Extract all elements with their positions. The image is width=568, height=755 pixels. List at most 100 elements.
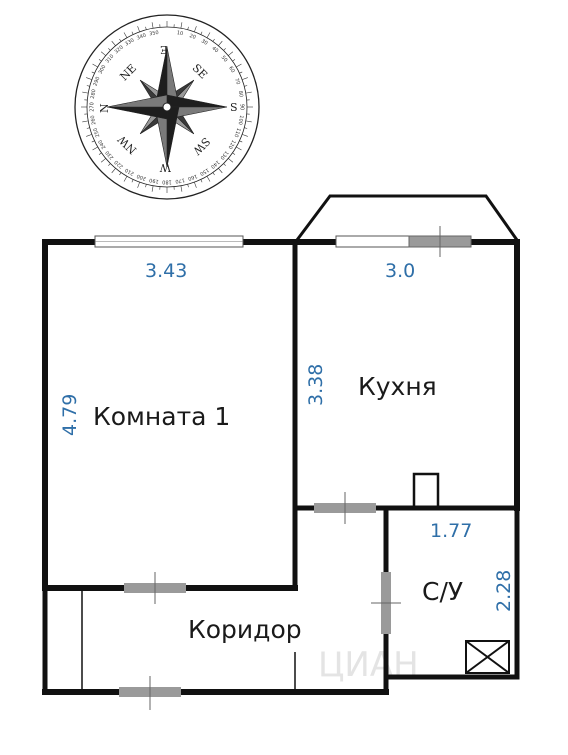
compass-label-e: W (159, 161, 171, 174)
compass-tick-mark (206, 176, 211, 182)
compass-label-ne: NE (117, 62, 139, 84)
compass-tick-mark (236, 146, 242, 151)
compass-tick-mark (200, 179, 203, 183)
compass-tick-label: 300 (97, 64, 107, 75)
compass-tick-label: 240 (97, 139, 107, 150)
compass-tick-label: 10 (176, 30, 183, 37)
compass-tick-mark (212, 38, 215, 42)
compass-tick-label: 200 (136, 173, 147, 182)
compass-tick-mark (242, 134, 248, 137)
compass-tick-label: 270 (90, 102, 96, 112)
compass-tick-label: 170 (175, 177, 185, 185)
compass-tick-mark (223, 48, 226, 51)
bay-window-outline (294, 194, 520, 243)
dim-room1-width: 3.43 (145, 260, 187, 282)
compass-tick-mark (239, 71, 243, 74)
compass-tick-label: 50 (220, 55, 229, 64)
dim-bathroom-length: 2.28 (493, 570, 515, 612)
compass-star-point (106, 106, 168, 120)
dim-kitchen-width: 3.0 (385, 260, 415, 282)
compass-tick-mark (212, 172, 215, 176)
compass-tick-mark (151, 22, 154, 29)
compass-tick-label: 130 (219, 149, 230, 160)
compass-tick-mark (82, 120, 89, 123)
compass-tick-label: 140 (209, 159, 220, 170)
compass-tick-mark (187, 184, 189, 188)
compass-label-w: N (98, 103, 111, 113)
compass-tick-mark (242, 77, 248, 80)
compass-tick-mark (218, 168, 223, 174)
compass-tick-label: 290 (93, 76, 102, 87)
compass-tick-mark (98, 59, 102, 62)
dim-bathroom-width: 1.77 (430, 520, 472, 542)
compass-tick-mark (92, 146, 98, 151)
compass-tick-label: 330 (124, 37, 135, 47)
compass-tick-mark (245, 120, 252, 123)
room-label-kitchen: Кухня (358, 372, 437, 401)
compass-tick-mark (239, 140, 243, 143)
compass-star-point (166, 94, 228, 108)
compass-tick-mark (119, 172, 122, 176)
compass-label-nw: NW (115, 132, 139, 156)
compass-tick-mark (86, 134, 92, 137)
compass-tick-label: 340 (136, 33, 147, 42)
compass-tick-mark (91, 140, 95, 143)
compass-tick-mark (187, 26, 189, 30)
compass-tick-mark (236, 63, 242, 68)
compass-tick-label: 100 (237, 115, 245, 125)
compass-tick-mark (91, 71, 95, 74)
compass-tick-mark (180, 185, 183, 192)
compass-label-s: S (230, 101, 238, 114)
compass-tick-mark (194, 26, 197, 32)
compass-tick-label: 250 (93, 127, 102, 138)
doors (119, 492, 401, 710)
compass-tick-mark (131, 31, 134, 35)
room-label-corridor: Коридор (188, 615, 302, 644)
compass-tick-label: 70 (233, 77, 241, 85)
compass-label-se: SE (190, 61, 210, 81)
compass-tick-mark (145, 26, 147, 30)
compass-tick-label: 120 (227, 139, 237, 150)
compass-tick-label: 20 (188, 33, 196, 41)
compass-tick-mark (119, 38, 122, 42)
compass-tick-label: 220 (114, 159, 125, 170)
compass-tick-mark (151, 185, 154, 192)
compass-tick-mark (194, 182, 197, 188)
compass-tick-label: 160 (187, 173, 198, 182)
compass-tick-label: 30 (200, 38, 209, 46)
compass-tick-mark (228, 158, 234, 163)
compass-tick-mark (86, 85, 90, 87)
ventilation-shaft (412, 472, 440, 510)
interior-lines (81, 472, 440, 690)
compass-tick-mark (100, 158, 106, 163)
compass-center (162, 102, 172, 112)
compass-ticks (81, 21, 253, 193)
compass-tick-label: 350 (149, 30, 159, 38)
compass-tick-mark (137, 26, 140, 32)
compass-tick-label: 320 (114, 45, 125, 56)
compass-outer-ring (74, 14, 260, 200)
compass-tick-mark (245, 91, 252, 94)
shower-tray-icon (465, 640, 510, 674)
compass-tick-mark (228, 51, 234, 56)
compass-tick-label: 280 (90, 89, 98, 99)
compass-tick-label: 40 (211, 46, 220, 55)
compass-tick-mark (200, 31, 203, 35)
compass-tick-label: 80 (237, 90, 244, 97)
compass-tick-mark (82, 91, 89, 94)
room-label-room1: Комната 1 (93, 402, 230, 431)
compass-tick-mark (206, 32, 211, 38)
compass-tick-mark (232, 152, 236, 155)
compass-tick-mark (137, 182, 140, 188)
compass-tick-mark (111, 40, 116, 46)
compass-tick-mark (111, 168, 116, 174)
compass-tick-label: 60 (227, 65, 235, 74)
compass-tick-label: 260 (90, 115, 98, 125)
compass-tick-mark (98, 152, 102, 155)
compass-tick-label: 90 (239, 104, 245, 110)
compass-tick-mark (92, 63, 98, 68)
compass-tick-mark (145, 184, 147, 188)
